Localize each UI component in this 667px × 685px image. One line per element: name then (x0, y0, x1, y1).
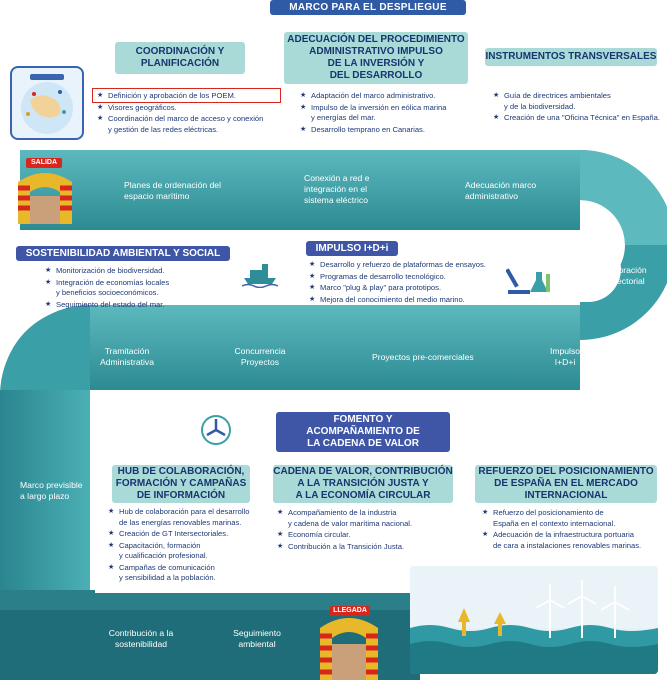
list-item: Adaptación del marco administrativo. (300, 91, 475, 102)
finish-gate (316, 610, 382, 680)
section-impulso-list: Desarrollo y refuerzo de plataformas de … (309, 260, 509, 306)
ship-icon (241, 258, 279, 289)
section-instrumentos-title: INSTRUMENTOS TRANSVERSALES (485, 48, 657, 66)
road-label-contribucion: Contribución a la sostenibilidad (108, 628, 174, 649)
list-item: Definición y aprobación de los POEM. (97, 91, 277, 102)
wind-turbine-icon (200, 414, 232, 446)
start-gate (14, 166, 76, 224)
road-label-tramitacion: Tramitación Administrativa (100, 346, 154, 367)
section-cadena-list: Acompañamiento de la industria y cadena … (277, 508, 452, 553)
section-adecuacion-title: ADECUACIÓN DEL PROCEDIMIENTO ADMINISTRAT… (284, 32, 468, 84)
road-label-precomerciales: Proyectos pre-comerciales (372, 352, 474, 362)
section-impulso-title: IMPULSO I+D+i (306, 241, 398, 256)
list-item: Desarrollo y refuerzo de plataformas de … (309, 260, 509, 271)
section-coordinacion-title: COORDINACIÓN Y PLANIFICACIÓN (115, 42, 245, 74)
list-item: Impulso de la inversión en eólica marina… (300, 103, 475, 124)
list-item: Contribución a la Transición Justa. (277, 542, 452, 553)
section-refuerzo-list: Refuerzo del posicionamiento de España e… (482, 508, 662, 552)
list-item: Adecuación de la infraestructura portuar… (482, 530, 662, 551)
list-item: Monitorización de biodiversidad. (45, 266, 235, 277)
list-item: Creación de GT Intersectoriales. (108, 529, 276, 540)
section-sostenibilidad-list: Monitorización de biodiversidad. Integra… (45, 266, 235, 311)
list-item: Guía de directrices ambientales y de la … (493, 91, 663, 112)
section-cadena-title: CADENA DE VALOR, CONTRIBUCIÓN A LA TRANS… (273, 465, 453, 503)
list-item: Refuerzo del posicionamiento de España e… (482, 508, 662, 529)
road-label-marco-previsible: Marco previsible a largo plazo (20, 480, 83, 501)
road-label-planes: Planes de ordenación del espacio marítim… (124, 180, 221, 201)
road-label-concurrencia: Concurrencia Proyectos (234, 346, 286, 367)
finish-label: LLEGADA (330, 606, 370, 616)
section-coordinacion-list: Definición y aprobación de los POEM. Vis… (97, 91, 277, 136)
section-hub-list: Hub de colaboración para el desarrollo d… (108, 507, 276, 585)
list-item: Creación de una "Oficina Técnica" en Esp… (493, 113, 663, 124)
road-label-colaboracion: Colaboración intersectorial (596, 265, 647, 286)
section-hub-title: HUB DE COLABORACIÓN, FORMACIÓN Y CAMPAÑA… (112, 465, 250, 503)
list-item: Economía circular. (277, 530, 452, 541)
map-thumbnail (10, 66, 84, 140)
section-instrumentos-list: Guía de directrices ambientales y de la … (493, 91, 663, 125)
list-item: Hub de colaboración para el desarrollo d… (108, 507, 276, 528)
section-adecuacion-list: Adaptación del marco administrativo. Imp… (300, 91, 475, 136)
section-fomento-title: FOMENTO Y ACOMPAÑAMIENTO DE LA CADENA DE… (276, 412, 450, 452)
list-item: Marco "plug & play" para prototipos. (309, 283, 509, 294)
list-item: Acompañamiento de la industria y cadena … (277, 508, 452, 529)
section-sostenibilidad-title: SOSTENIBILIDAD AMBIENTAL Y SOCIAL (16, 246, 230, 261)
list-item: Integración de economías locales y benef… (45, 278, 235, 299)
page-title: MARCO PARA EL DESPLIEGUE (270, 0, 466, 15)
road-label-impulso: Impulso I+D+i (549, 346, 581, 367)
list-item: Mejora del conocimiento del medio marino… (309, 295, 509, 306)
highlight-box (92, 88, 281, 103)
list-item: Coordinación del marco de acceso y conex… (97, 114, 277, 135)
microscope-icon (505, 262, 554, 296)
offshore-wind-illustration (410, 566, 658, 674)
list-item: Desarrollo temprano en Canarias. (300, 125, 475, 136)
list-item: Campañas de comunicación y sensibilidad … (108, 563, 276, 584)
start-label: SALIDA (26, 158, 62, 168)
road-label-adecuacion: Adecuación marco administrativo (465, 180, 537, 201)
list-item: Seguimiento del estado del mar. (45, 300, 235, 311)
section-refuerzo-title: REFUERZO DEL POSICIONAMIENTO DE ESPAÑA E… (475, 465, 657, 503)
road-label-conexion: Conexión a red e integración en el siste… (304, 173, 370, 205)
list-item: Visores geográficos. (97, 103, 277, 114)
road-label-seguimiento: Seguimiento ambiental (233, 628, 281, 649)
list-item: Programas de desarrollo tecnológico. (309, 272, 509, 283)
list-item: Capacitación, formación y cualificación … (108, 541, 276, 562)
